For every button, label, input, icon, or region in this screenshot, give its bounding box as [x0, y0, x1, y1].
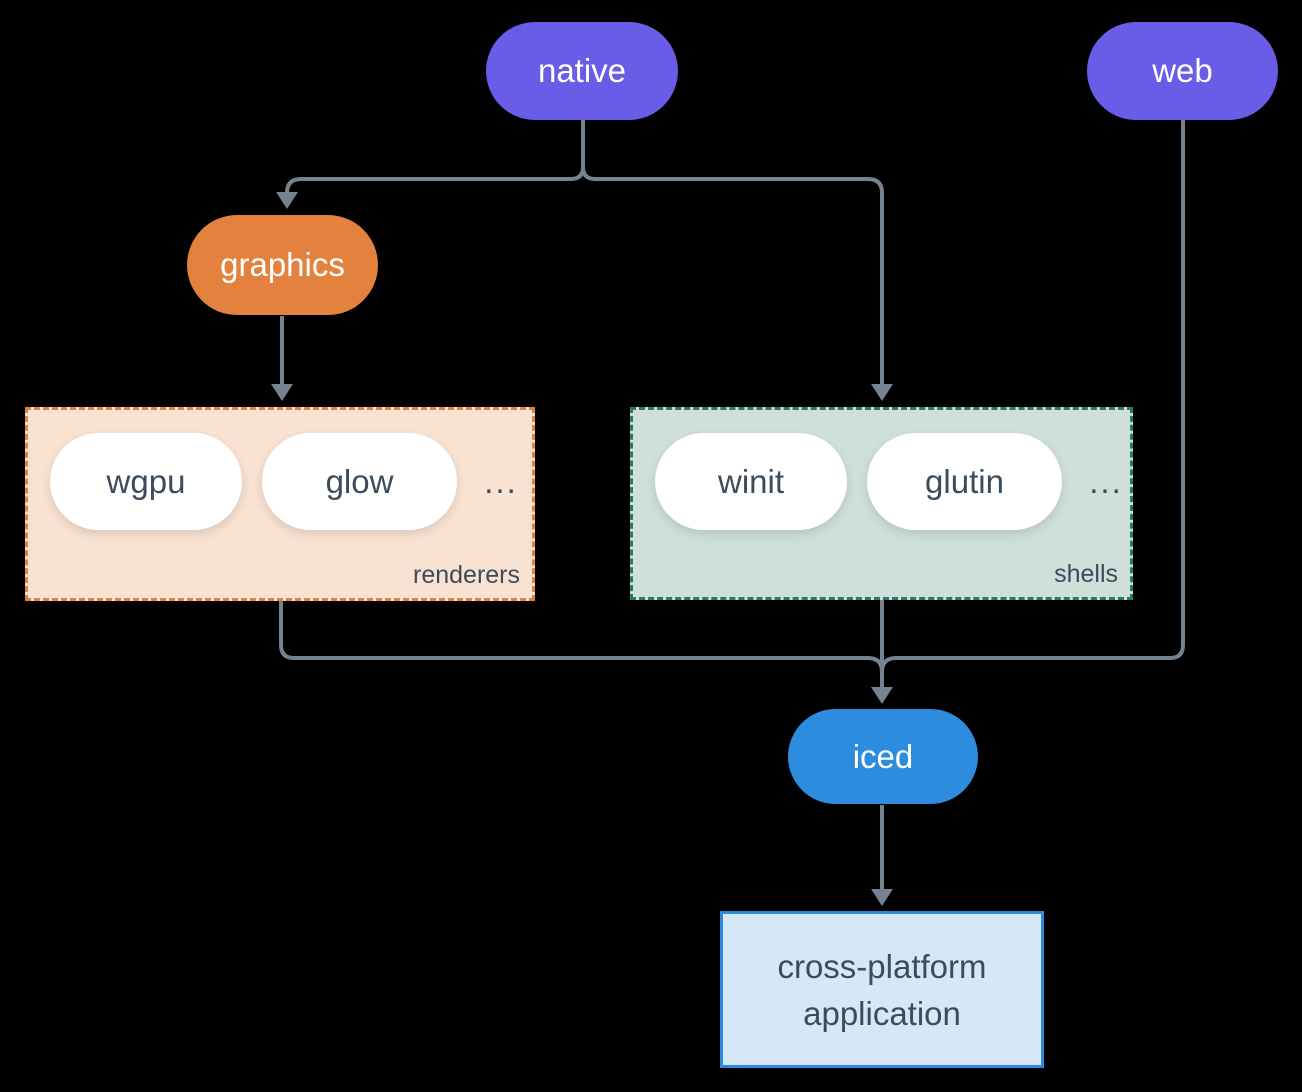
- edge-native-shells: [581, 120, 884, 384]
- group-renderers: wgpu glow ... renderers: [25, 407, 535, 601]
- edge-native-graphics: [285, 120, 585, 194]
- arrowhead-into-iced: [871, 687, 893, 704]
- node-glow-label: glow: [325, 462, 394, 500]
- shells-ellipsis: ...: [1089, 462, 1123, 500]
- node-winit-label: winit: [717, 462, 785, 500]
- node-iced: iced: [788, 709, 978, 804]
- edge-renderers-iced: [279, 601, 884, 673]
- group-shells: winit glutin ... shells: [630, 407, 1133, 600]
- node-glutin: glutin: [867, 433, 1062, 530]
- arrowhead-into-graphics: [276, 192, 298, 209]
- arrowhead-into-renderers: [271, 384, 293, 401]
- node-native: native: [486, 22, 678, 120]
- node-winit: winit: [655, 433, 847, 530]
- arrowhead-into-shells: [871, 384, 893, 401]
- node-glutin-label: glutin: [925, 462, 1004, 500]
- node-web-label: web: [1152, 52, 1213, 89]
- node-wgpu-label: wgpu: [106, 462, 186, 500]
- node-graphics-label: graphics: [220, 246, 345, 283]
- node-wgpu: wgpu: [50, 433, 242, 530]
- application-label-line1: cross-platform: [777, 947, 987, 985]
- renderers-group-label: renderers: [413, 561, 520, 589]
- node-graphics: graphics: [187, 215, 378, 315]
- node-web: web: [1087, 22, 1278, 120]
- node-iced-label: iced: [852, 737, 914, 775]
- node-native-label: native: [537, 52, 627, 89]
- renderers-ellipsis: ...: [484, 462, 518, 500]
- arrowhead-into-application: [871, 889, 893, 906]
- application-label-line2: application: [803, 994, 961, 1032]
- node-cross-platform-application: cross-platform application: [720, 911, 1044, 1068]
- shells-group-label: shells: [1054, 560, 1118, 588]
- node-glow: glow: [262, 433, 457, 530]
